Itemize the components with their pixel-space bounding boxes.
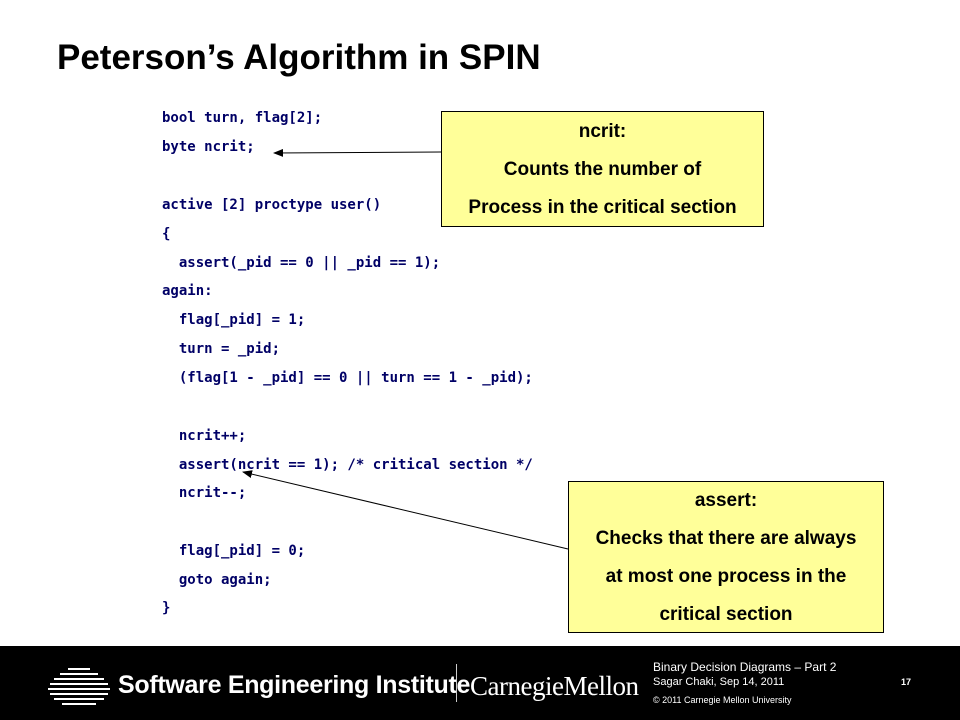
code-line: goto again; <box>162 572 272 588</box>
footer-bar <box>0 646 960 720</box>
ncrit-callout-text: Counts the number of <box>503 159 702 180</box>
code-line: again: <box>162 283 213 299</box>
assert-callout: assert: Checks that there are always at … <box>568 481 884 633</box>
assert-arrow <box>242 470 569 550</box>
institute-name: Software Engineering Institute <box>118 671 471 699</box>
code-line: byte ncrit; <box>162 139 255 155</box>
code-line: } <box>162 600 171 616</box>
code-line: bool turn, flag[2]; <box>162 110 323 126</box>
assert-callout-heading: assert: <box>694 490 758 511</box>
code-line: flag[_pid] = 1; <box>162 312 306 328</box>
ncrit-callout-text: Process in the critical section <box>468 197 737 218</box>
ncrit-callout: ncrit: Counts the number of Process in t… <box>441 111 764 227</box>
ncrit-arrow <box>273 148 442 157</box>
copyright: © 2011 Carnegie Mellon University <box>653 695 792 705</box>
assert-callout-text: critical section <box>659 604 793 625</box>
course-title: Binary Decision Diagrams – Part 2 <box>653 660 837 674</box>
code-line: turn = _pid; <box>162 341 281 357</box>
slide-title: Peterson’s Algorithm in SPIN <box>57 38 541 77</box>
code-line: active [2] proctype user() <box>162 197 382 213</box>
code-line: assert(_pid == 0 || _pid == 1); <box>162 255 441 271</box>
footer-divider <box>456 664 457 702</box>
code-line: { <box>162 226 171 242</box>
assert-callout-text: Checks that there are always <box>595 528 857 549</box>
code-line: assert(ncrit == 1); /* critical section … <box>162 457 533 473</box>
ncrit-callout-heading: ncrit: <box>578 121 627 142</box>
author-date: Sagar Chaki, Sep 14, 2011 <box>653 676 785 688</box>
code-line: flag[_pid] = 0; <box>162 543 306 559</box>
code-line: (flag[1 - _pid] == 0 || turn == 1 - _pid… <box>162 370 533 386</box>
sei-logo-icon <box>48 668 110 705</box>
page-number: 17 <box>901 677 912 687</box>
footer-info: Binary Decision Diagrams – Part 2 Sagar … <box>653 660 836 706</box>
code-line: ncrit++; <box>162 428 247 444</box>
callout-arrows <box>242 148 569 550</box>
code-line: ncrit--; <box>162 485 247 501</box>
code-listing: bool turn, flag[2]; byte ncrit; active [… <box>162 110 533 616</box>
assert-callout-text: at most one process in the <box>605 566 847 587</box>
university-name: CarnegieMellon <box>470 671 639 701</box>
